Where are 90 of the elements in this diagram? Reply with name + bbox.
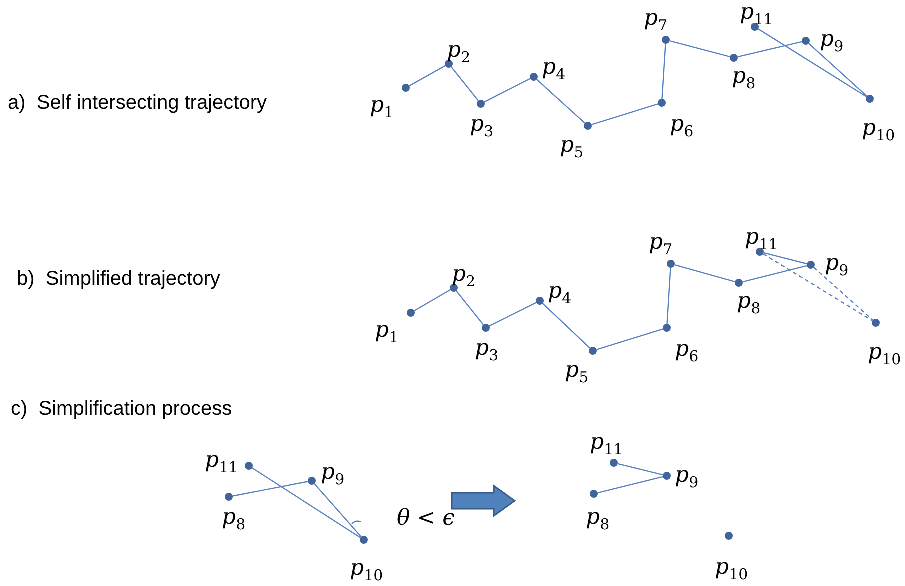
line-segment	[742, 265, 808, 283]
line-segment	[314, 484, 362, 538]
line-segment	[542, 303, 590, 349]
angle-condition: θ < ϵ	[397, 506, 455, 531]
point-label: p$_{8}$	[586, 505, 610, 536]
point-label: p$_{7}$	[644, 6, 668, 36]
line-segment	[662, 44, 666, 100]
point-marker	[590, 490, 598, 498]
line-segment	[596, 328, 664, 350]
point-marker	[730, 54, 738, 62]
line-segment	[484, 78, 531, 103]
point-label: p$_{10}$	[868, 340, 902, 370]
point-marker	[872, 319, 880, 327]
point-label: p$_{2}$	[447, 38, 471, 68]
line-segment	[409, 65, 446, 87]
line-segment	[536, 79, 586, 124]
section-heading: c) Simplification process	[11, 398, 232, 421]
point-label: p$_{10}$	[715, 555, 748, 586]
line-segment	[598, 476, 664, 494]
point-label: p$_{9}$	[825, 251, 849, 282]
section-heading: b) Simplified trajectory	[17, 268, 220, 291]
line-segment	[489, 302, 537, 327]
point-marker	[450, 284, 458, 292]
point-marker	[807, 261, 815, 269]
point-marker	[725, 532, 733, 540]
point-marker	[663, 324, 671, 332]
point-marker	[308, 477, 316, 485]
line-segment	[456, 290, 484, 326]
point-marker	[584, 122, 592, 130]
point-marker	[751, 23, 759, 31]
point-label: p$_{3}$	[475, 336, 499, 366]
line-segment	[618, 463, 664, 476]
point-label: p$_{8}$	[737, 289, 761, 320]
point-marker	[530, 73, 538, 81]
line-segment	[232, 481, 308, 497]
point-marker	[402, 84, 410, 92]
point-marker	[756, 248, 764, 256]
point-label: p$_{11}$	[745, 225, 778, 256]
point-marker	[589, 347, 597, 355]
point-marker	[360, 536, 368, 544]
point-marker	[735, 279, 743, 287]
point-label: p$_{11}$	[205, 448, 238, 478]
point-label: p$_{8}$	[732, 64, 756, 94]
point-label: p$_{5}$	[560, 133, 584, 164]
point-label: p$_{10}$	[350, 556, 384, 586]
point-label: p$_{11}$	[590, 430, 624, 460]
line-segment	[674, 264, 736, 282]
line-segment	[670, 40, 730, 58]
point-label: p$_{1}$	[375, 318, 399, 348]
point-marker	[802, 37, 810, 45]
line-segment	[451, 66, 479, 102]
point-marker	[667, 260, 675, 268]
line-segment	[758, 28, 867, 98]
point-label: p$_{10}$	[862, 116, 896, 146]
line-segment	[414, 290, 451, 312]
point-label: p$_{7}$	[649, 230, 673, 260]
point-label: p$_{11}$	[740, 0, 774, 30]
point-marker	[610, 459, 618, 467]
point-marker	[477, 100, 485, 108]
point-label: p$_{6}$	[675, 337, 699, 368]
point-marker	[225, 493, 233, 501]
point-marker	[663, 472, 671, 480]
section-heading: a) Self intersecting trajectory	[8, 92, 267, 115]
point-label: p$_{3}$	[470, 112, 494, 142]
dashed-line	[763, 254, 873, 322]
point-label: p$_{2}$	[452, 262, 476, 292]
point-marker	[245, 462, 253, 470]
point-marker	[445, 60, 453, 68]
point-marker	[662, 36, 670, 44]
point-marker	[536, 297, 544, 305]
point-label: p$_{4}$	[542, 55, 566, 86]
point-marker	[407, 309, 415, 317]
point-marker	[658, 99, 666, 107]
line-segment	[252, 468, 361, 538]
point-label: p$_{9}$	[820, 27, 844, 58]
point-label: p$_{1}$	[370, 93, 394, 124]
point-label: p$_{4}$	[548, 279, 572, 310]
point-label: p$_{9}$	[675, 463, 699, 494]
point-label: p$_{6}$	[670, 112, 694, 142]
point-marker	[482, 324, 490, 332]
point-label: p$_{8}$	[222, 505, 246, 536]
line-segment	[592, 104, 658, 126]
line-segment	[666, 268, 672, 324]
point-label: p$_{9}$	[321, 460, 345, 490]
point-label: p$_{5}$	[565, 358, 589, 388]
line-segment	[808, 43, 868, 97]
line-segment	[764, 252, 808, 265]
point-marker	[866, 95, 874, 103]
line-segment	[738, 41, 802, 58]
dashed-line	[814, 267, 874, 321]
